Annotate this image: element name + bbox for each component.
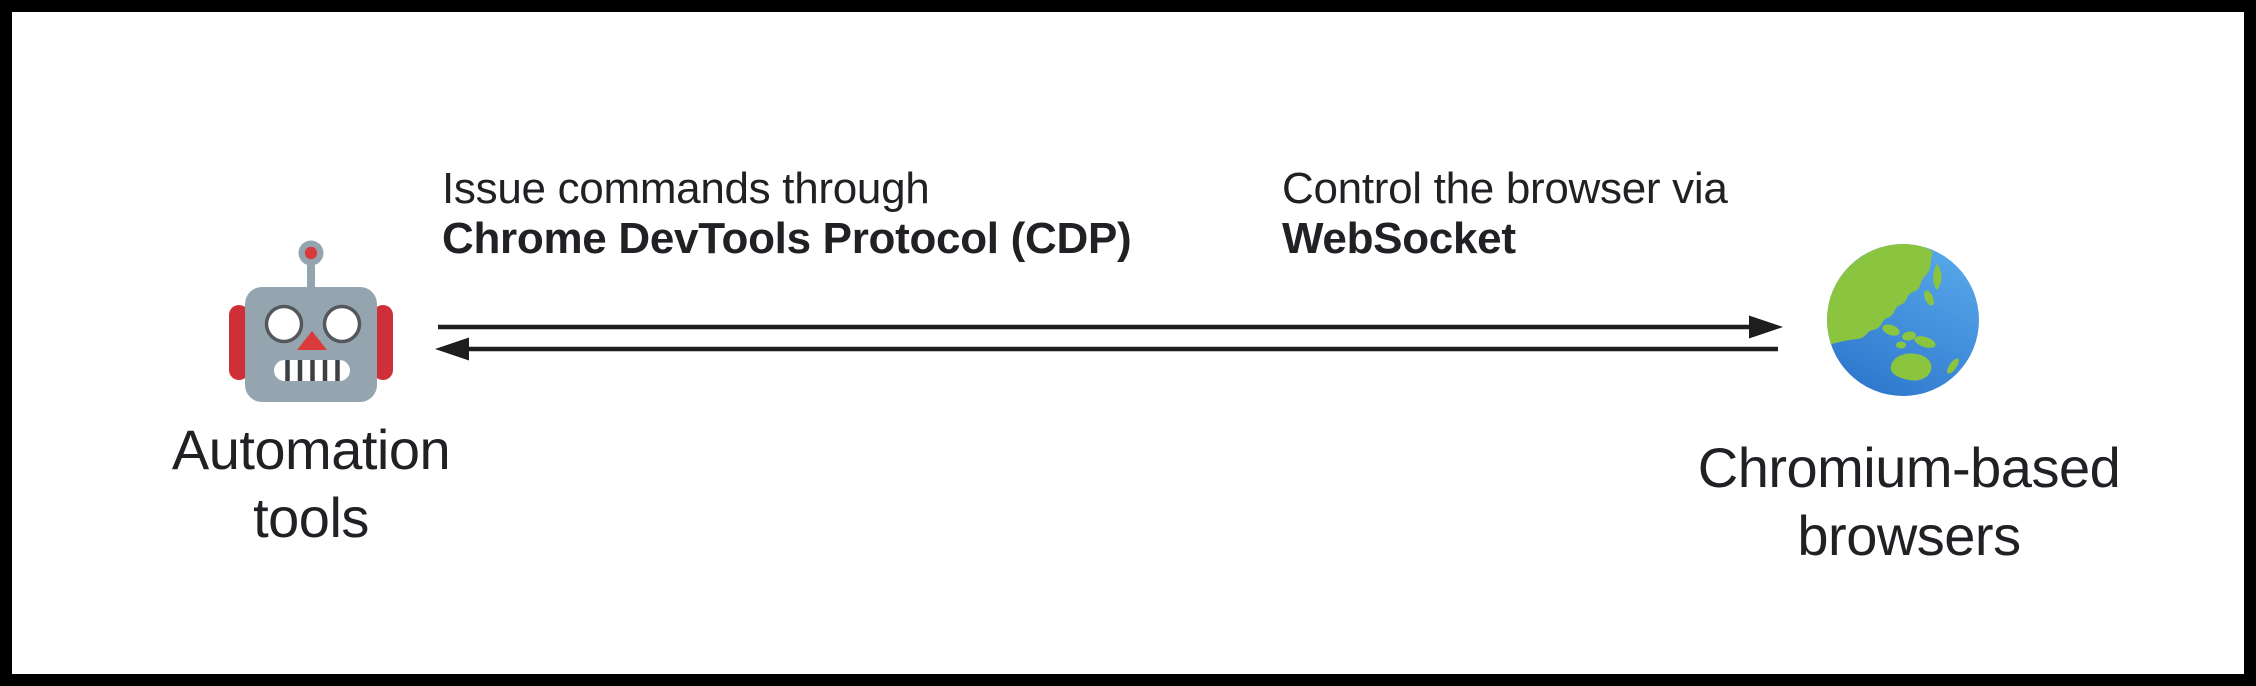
chromium-browsers-label: Chromium-based browsers <box>1659 434 2159 570</box>
websocket-edge-label-line2: WebSocket <box>1282 214 1516 263</box>
arrow-right-to-left <box>435 337 1778 361</box>
arrow-right-head <box>1749 315 1783 339</box>
arrow-left-to-right <box>438 315 1783 339</box>
globe-landmasses <box>1827 244 1959 381</box>
robot-nose <box>297 331 327 350</box>
websocket-edge-label: Control the browser via WebSocket <box>1282 164 1728 264</box>
robot-mouth <box>274 360 350 381</box>
cdp-edge-label: Issue commands through Chrome DevTools P… <box>442 164 1132 264</box>
robot-icon <box>229 240 393 402</box>
automation-tools-label: Automation tools <box>111 416 511 552</box>
chromium-browsers-label-line1: Chromium-based <box>1697 436 2121 499</box>
cdp-edge-label-line2: Chrome DevTools Protocol (CDP) <box>442 214 1132 263</box>
websocket-edge-label-line1: Control the browser via <box>1282 164 1728 213</box>
arrow-left-head <box>435 337 469 361</box>
automation-tools-label-line1: Automation <box>171 418 451 481</box>
robot-ear-right <box>373 305 393 380</box>
chromium-browsers-label-line2: browsers <box>1797 504 2021 567</box>
globe-asia-australia-icon <box>1827 244 1979 396</box>
connection-arrows <box>435 315 1783 361</box>
automation-tools-label-line2: tools <box>253 486 369 549</box>
robot-antenna-stem <box>307 253 315 289</box>
robot-ear-left <box>229 305 249 380</box>
robot-antenna-dot <box>304 246 318 260</box>
cdp-edge-label-line1: Issue commands through <box>442 164 930 213</box>
robot-eye-right <box>322 304 362 344</box>
robot-eye-left <box>264 304 304 344</box>
